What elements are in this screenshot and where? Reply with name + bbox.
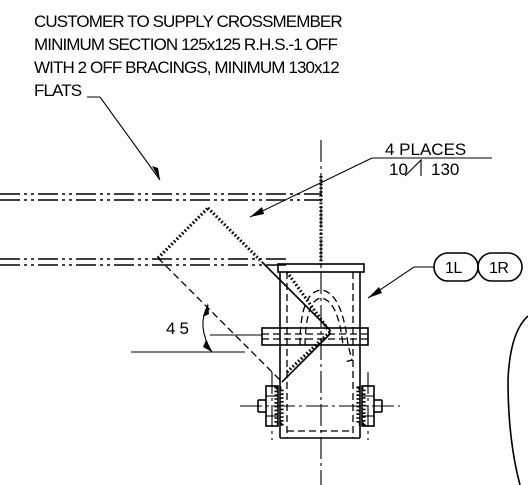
note-line-2: MINIMUM SECTION 125x125 R.H.S.-1 OFF <box>34 35 337 54</box>
customer-note: CUSTOMER TO SUPPLY CROSSMEMBER MINIMUM S… <box>34 12 343 100</box>
angle-dimension: 45 <box>131 303 262 353</box>
balloon-1l-label: 1L <box>445 260 462 277</box>
wheel-arc <box>507 315 528 485</box>
note-line-3: WITH 2 OFF BRACINGS, MINIMUM 130x12 <box>34 58 339 77</box>
angle-value: 45 <box>166 319 193 338</box>
weld-callout: 4 PLACES 10 130 <box>249 140 492 218</box>
weld-size: 10 <box>389 160 408 179</box>
weld-length: 130 <box>431 160 459 179</box>
bracing <box>156 206 331 383</box>
note-leader-arrowhead <box>152 166 160 180</box>
note-line-1: CUSTOMER TO SUPPLY CROSSMEMBER <box>34 12 342 31</box>
item-balloons: 1L 1R <box>367 252 523 299</box>
balloon-1r <box>477 252 523 282</box>
crossmember-phantom <box>0 193 322 266</box>
post-assembly <box>240 263 400 440</box>
weld-places: 4 PLACES <box>385 140 466 159</box>
note-leader <box>87 96 161 181</box>
balloon-1r-label: 1R <box>489 260 508 277</box>
note-line-4: FLATS <box>34 81 82 100</box>
